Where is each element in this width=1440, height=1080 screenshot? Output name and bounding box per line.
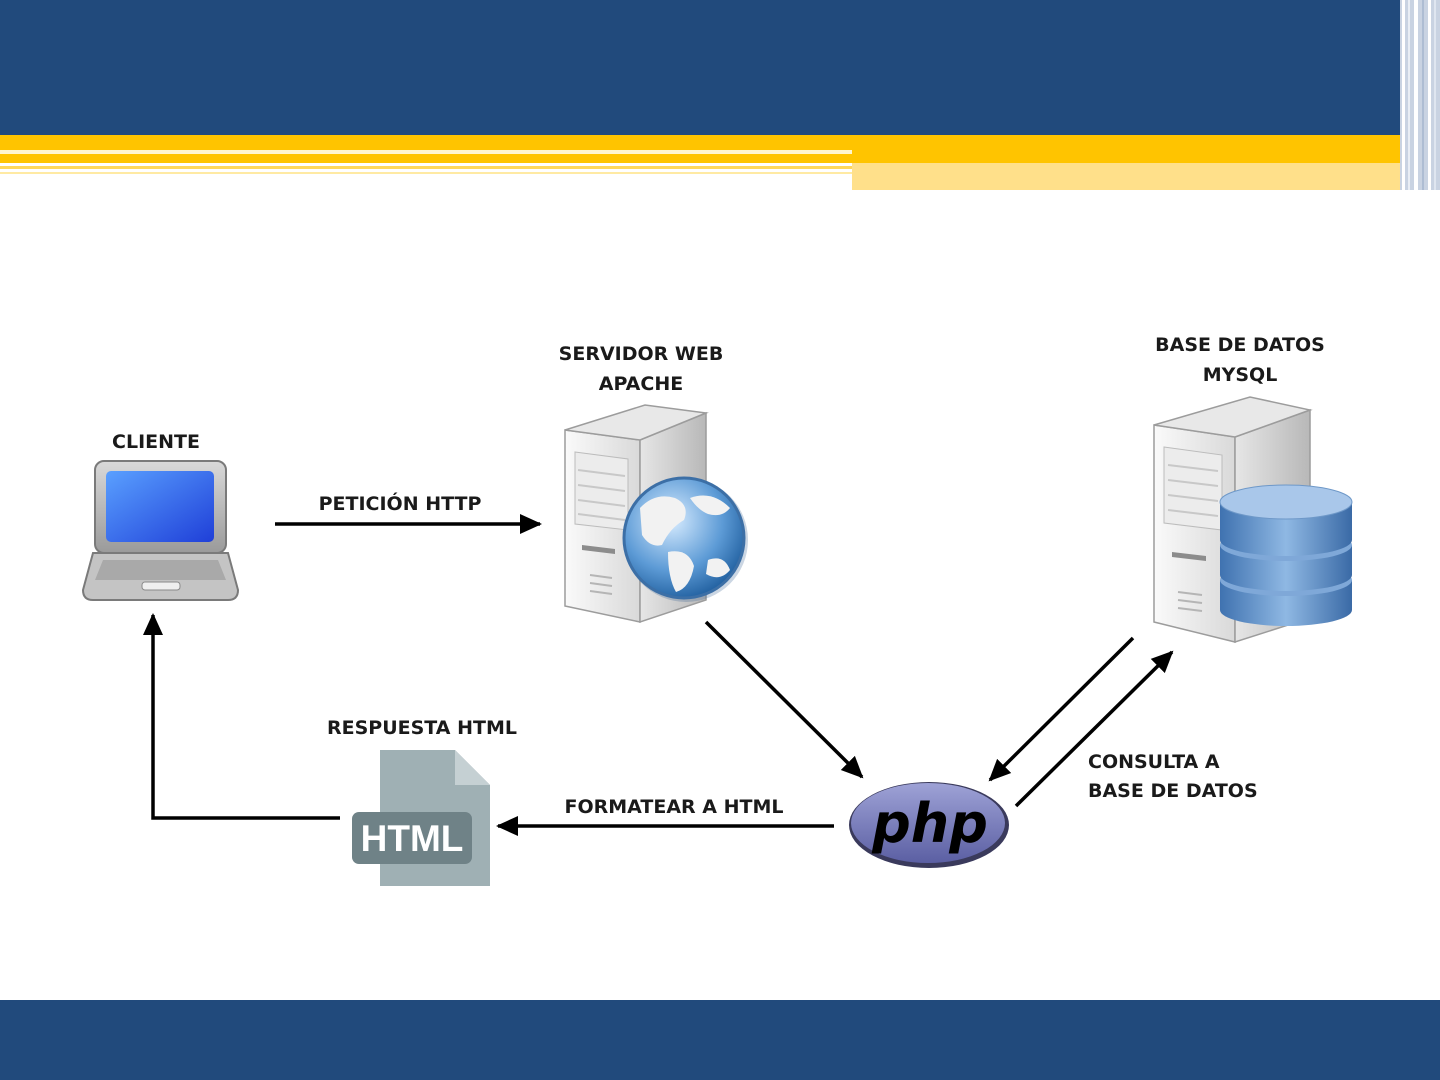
database-cylinder-icon <box>1219 484 1353 626</box>
globe-icon <box>622 476 748 602</box>
php-logo-icon: php <box>849 782 1009 868</box>
consulta-label-line2: BASE DE DATOS <box>1088 780 1258 802</box>
arrow-db-to-php <box>988 636 1135 782</box>
header-band <box>0 0 1440 135</box>
php-logo-text: php <box>871 792 988 855</box>
base-de-datos-label-line2: MYSQL <box>1202 364 1278 386</box>
html-file-icon: HTML <box>352 750 490 886</box>
laptop-icon <box>81 460 240 601</box>
html-file-text: HTML <box>361 818 464 859</box>
accent-line <box>0 150 852 154</box>
respuesta-html-label: RESPUESTA HTML <box>327 717 517 739</box>
formatear-html-label: FORMATEAR A HTML <box>564 796 784 818</box>
gold-accent-band <box>0 135 1400 163</box>
base-de-datos-label-line1: BASE DE DATOS <box>1155 334 1325 356</box>
servidor-web-label-line2: APACHE <box>598 373 684 395</box>
consulta-label-line1: CONSULTA A <box>1088 751 1220 773</box>
cliente-label: CLIENTE <box>112 431 200 453</box>
peticion-http-label: PETICIÓN HTTP <box>318 493 482 515</box>
footer-band <box>0 1000 1440 1080</box>
accent-line <box>0 166 852 169</box>
arrow-respuesta-to-cliente <box>143 613 340 820</box>
accent-line <box>0 172 852 174</box>
arrow-php-to-db <box>1014 650 1174 808</box>
arrow-server-to-php <box>704 620 864 779</box>
gold-accent-band-light <box>852 163 1400 190</box>
servidor-web-label-line1: SERVIDOR WEB <box>558 343 724 365</box>
decorative-stripes <box>1400 0 1440 190</box>
